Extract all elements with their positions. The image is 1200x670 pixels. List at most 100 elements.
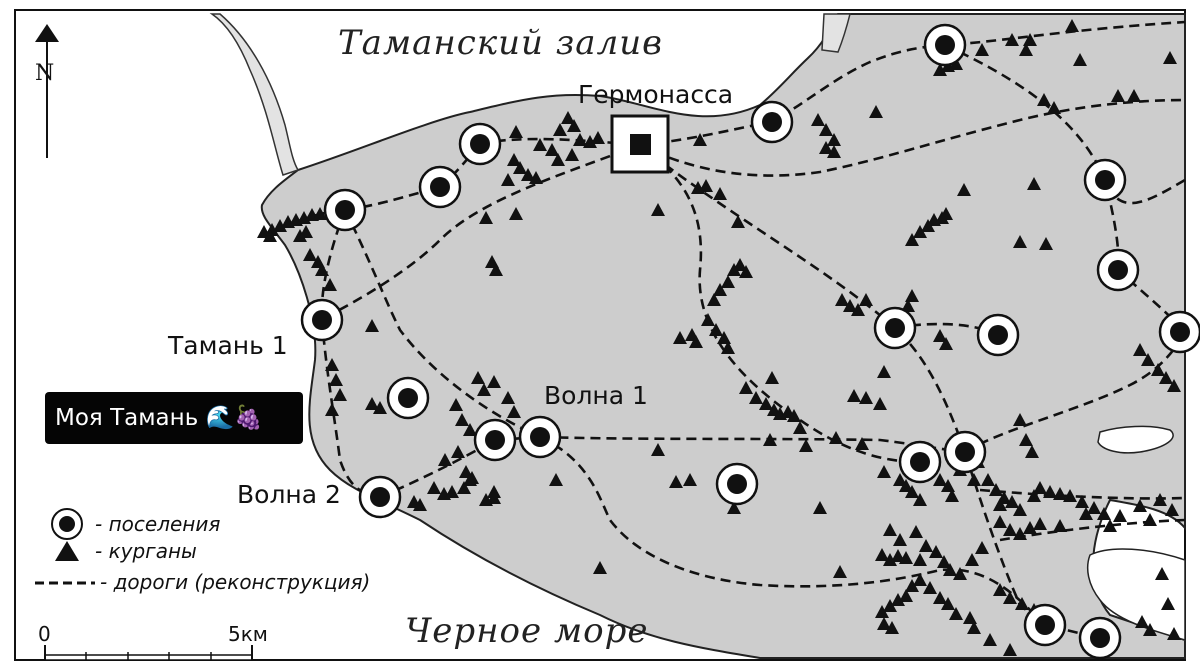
settlement-marker[interactable]: [1096, 248, 1140, 292]
kurgan-marker: [975, 541, 989, 554]
kurgan-marker: [293, 229, 307, 242]
kurgan-marker: [673, 331, 687, 344]
settlement-marker[interactable]: [873, 306, 917, 350]
kurgan-marker: [953, 567, 967, 580]
kurgan-marker: [463, 473, 477, 486]
kurgan-marker: [933, 329, 947, 342]
kurgan-marker: [553, 123, 567, 136]
kurgan-marker: [883, 523, 897, 536]
scale-start-label: 0: [38, 622, 51, 646]
kurgan-marker: [263, 229, 277, 242]
kurgan-marker: [1143, 623, 1157, 636]
kurgan-marker: [1003, 591, 1017, 604]
sea-label: Черное море: [405, 611, 649, 651]
kurgan-marker: [561, 111, 575, 124]
kurgan-marker: [891, 593, 905, 606]
kurgan-marker: [1013, 527, 1027, 540]
kurgan-marker: [945, 489, 959, 502]
settlement-marker[interactable]: [750, 100, 794, 144]
kurgan-marker: [1135, 615, 1149, 628]
settlement-marker[interactable]: [1158, 310, 1200, 354]
kurgan-marker: [919, 539, 933, 552]
hermonassa-city-marker[interactable]: [610, 114, 670, 174]
kurgan-marker: [883, 599, 897, 612]
kurgan-marker: [749, 391, 763, 404]
kurgan-marker: [303, 248, 317, 261]
kurgan-marker: [883, 553, 897, 566]
kurgan-marker: [1127, 89, 1141, 102]
settlement-marker[interactable]: [976, 313, 1020, 357]
kurgan-marker: [937, 555, 951, 568]
legend-settlement-icon-dot: [59, 516, 75, 532]
road: [639, 143, 921, 464]
kurgan-marker: [651, 203, 665, 216]
kurgan-marker: [373, 401, 387, 414]
kurgan-marker: [1013, 503, 1027, 516]
kurgan-marker: [859, 391, 873, 404]
kurgan-marker: [1073, 53, 1087, 66]
kurgan-marker: [313, 207, 327, 220]
scale-end-label: 5км: [228, 622, 268, 646]
kurgan-marker: [875, 605, 889, 618]
kurgan-marker: [873, 397, 887, 410]
kurgan-marker: [1047, 101, 1061, 114]
kurgan-marker: [829, 431, 843, 444]
channel-badge: Моя Тамань 🌊🍇: [45, 392, 303, 444]
kurgan-marker: [877, 617, 891, 630]
kurgan-marker: [513, 161, 527, 174]
settlement-marker[interactable]: [1023, 603, 1067, 647]
kurgan-marker: [923, 581, 937, 594]
kurgan-marker: [1015, 597, 1029, 610]
kurgan-marker: [933, 591, 947, 604]
scale-bar: 0 5км: [38, 622, 268, 661]
settlement-marker[interactable]: [923, 23, 967, 67]
kurgan-marker: [941, 597, 955, 610]
kurgan-marker: [567, 119, 581, 132]
road: [320, 209, 381, 499]
kurgan-marker: [939, 207, 953, 220]
kurgan-marker: [993, 515, 1007, 528]
kurgan-marker: [533, 138, 547, 151]
legend-kurgans: - курганы: [95, 539, 197, 563]
kurgan-marker: [963, 611, 977, 624]
kurgan-marker: [329, 373, 343, 386]
kurgan-marker: [451, 445, 465, 458]
kurgan-marker: [449, 398, 463, 411]
kurgan-marker: [693, 133, 707, 146]
settlement-marker[interactable]: [1083, 158, 1127, 202]
settlement-marker[interactable]: [898, 440, 942, 484]
settlement-marker[interactable]: [458, 122, 502, 166]
settlement-marker[interactable]: [418, 165, 462, 209]
kurgan-marker: [877, 365, 891, 378]
kurgan-marker: [1103, 519, 1117, 532]
settlement-marker[interactable]: [386, 376, 430, 420]
kurgan-marker: [913, 553, 927, 566]
settlement-marker[interactable]: [300, 298, 344, 342]
place-label-taman-1: Тамань 1: [167, 331, 288, 360]
legend-roads: - дороги (реконструкция): [100, 570, 370, 594]
kurgan-marker: [315, 263, 329, 276]
settlement-marker[interactable]: [358, 475, 402, 519]
road: [479, 20, 1186, 147]
north-arrow: N: [35, 24, 59, 158]
kurgan-marker: [529, 171, 543, 184]
kurgan-marker: [891, 549, 905, 562]
settlement-marker[interactable]: [518, 415, 562, 459]
kurgan-marker: [591, 131, 605, 144]
settlement-marker[interactable]: [473, 418, 517, 462]
kurgan-marker: [1143, 513, 1157, 526]
kurgan-marker: [763, 433, 777, 446]
kurgan-marker: [509, 125, 523, 138]
settlement-marker[interactable]: [715, 462, 759, 506]
kurgan-marker: [1053, 487, 1067, 500]
kurgan-marker: [1153, 493, 1167, 506]
settlement-marker[interactable]: [943, 430, 987, 474]
kurgan-marker: [273, 219, 287, 232]
kurgan-marker: [1151, 363, 1165, 376]
kurgans-layer: [257, 19, 1181, 656]
settlement-marker[interactable]: [323, 188, 367, 232]
kurgan-marker: [1023, 521, 1037, 534]
settlement-marker[interactable]: [1078, 616, 1122, 660]
kurgan-marker: [545, 143, 559, 156]
kurgan-marker: [651, 443, 665, 456]
